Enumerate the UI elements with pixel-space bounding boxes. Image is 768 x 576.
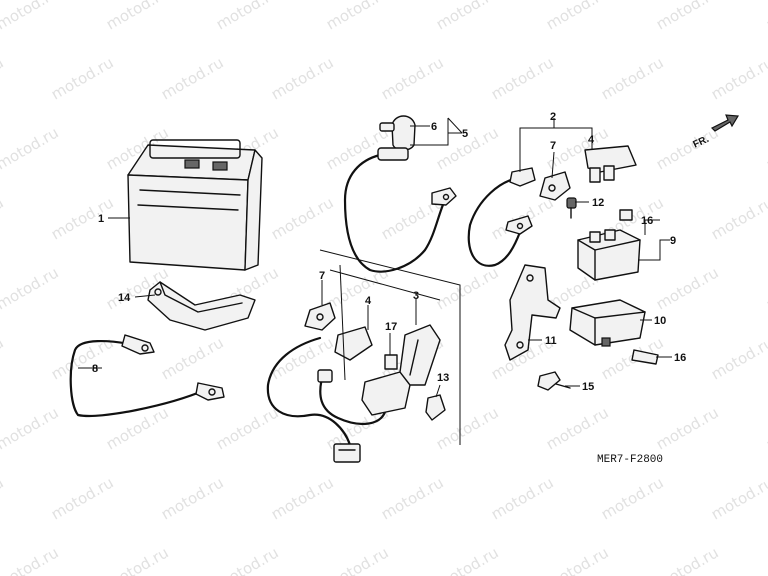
group-bracket-lines [319,249,461,445]
fuse-part [631,349,659,365]
watermark-text: motod.ru [708,473,768,523]
relay-bracket-part [504,264,561,361]
watermark-text: motod.ru [653,123,722,173]
watermark-text: motod.ru [378,473,447,523]
watermark-text: motod.ru [0,53,7,103]
watermark-text: motod.ru [543,403,612,453]
watermark-text: motod.ru [103,543,172,576]
watermark-text: motod.ru [653,403,722,453]
watermark-text: motod.ru [653,0,722,33]
watermark-text: motod.ru [708,193,768,243]
watermark-text: motod.ru [48,193,117,243]
callout-numbers: 1 2 3 4 4 5 6 7 7 8 9 10 11 12 13 14 15 … [92,111,686,393]
callout-3: 3 [413,290,419,302]
watermark-text: motod.ru [268,473,337,523]
battery-band-part [147,281,256,331]
watermark-text: motod.ru [488,473,557,523]
watermark-text: motod.ru [488,53,557,103]
watermark-text: motod.ru [103,0,172,33]
watermark-text: motod.ru [653,263,722,313]
callout-6: 6 [431,121,437,133]
watermark-text: motod.ru [158,53,227,103]
watermark-text: motod.ru [158,473,227,523]
callout-4: 4 [588,134,595,146]
callout-16: 16 [641,215,653,227]
callout-9: 9 [670,235,676,247]
watermark-text: motod.ru [763,123,768,173]
watermark-text: motod.ru [158,333,227,383]
watermark-text: motod.ru [378,53,447,103]
watermark-text: motod.ru [323,543,392,576]
watermark-text: motod.ru [48,53,117,103]
watermark-text: motod.ru [213,0,282,33]
watermark-text: motod.ru [763,263,768,313]
watermark-text: motod.ru [0,543,62,576]
watermark-text: motod.ru [268,193,337,243]
watermark-text: motod.ru [0,473,7,523]
callout-7: 7 [319,270,325,282]
watermark-text: motod.ru [543,543,612,576]
callout-2: 2 [550,111,556,123]
battery-part [127,139,263,271]
watermark-text: motod.ru [763,543,768,576]
bolt-part [537,371,571,391]
callout-4: 4 [365,295,372,307]
starter-cable-part [467,145,637,267]
callout-16: 16 [674,352,686,364]
watermark-text: motod.ru [433,0,502,33]
starter-relay-part [577,209,641,281]
watermark-text: motod.ru [708,333,768,383]
callout-7: 7 [550,140,556,152]
callout-8: 8 [92,363,98,375]
watermark-text: motod.ru [708,53,768,103]
callout-10: 10 [654,315,666,327]
watermark-text: motod.ru [543,0,612,33]
callout-1: 1 [98,213,104,225]
callout-5: 5 [462,128,468,140]
watermark-text: motod.ru [653,543,722,576]
watermark-text: motod.ru [213,543,282,576]
watermark-text: motod.ru [0,193,7,243]
relay-case-part [569,299,646,347]
watermark-text: motod.ru [48,473,117,523]
watermark-text: motod.ru [433,543,502,576]
watermark-text: motod.ru [0,333,7,383]
watermark-text: motod.ru [0,123,62,173]
watermark-text: motod.ru [0,403,62,453]
callout-17: 17 [385,321,397,333]
watermark-text: motod.ru [598,473,667,523]
watermark-text: motod.ru [0,0,62,33]
watermark-text: motod.ru [323,0,392,33]
diagram-code: MER7-F2800 [597,454,663,466]
callout-15: 15 [582,381,594,393]
ground-cable-part [69,334,225,418]
watermark-text: motod.ru [433,263,502,313]
leader-lines [78,117,672,398]
watermark-text: motod.ru [763,403,768,453]
watermark-text: motod.ru [0,263,62,313]
fuse-box-harness-part [266,302,446,463]
callout-11: 11 [545,335,557,347]
callout-12: 12 [592,197,604,209]
watermark-text: motod.ru [763,0,768,33]
callout-13: 13 [437,372,449,384]
callout-14: 14 [118,292,131,304]
watermark-text: motod.ru [268,53,337,103]
watermark-text: motod.ru [598,53,667,103]
watermark-text: motod.ru [213,403,282,453]
positive-cable-part [343,115,457,273]
